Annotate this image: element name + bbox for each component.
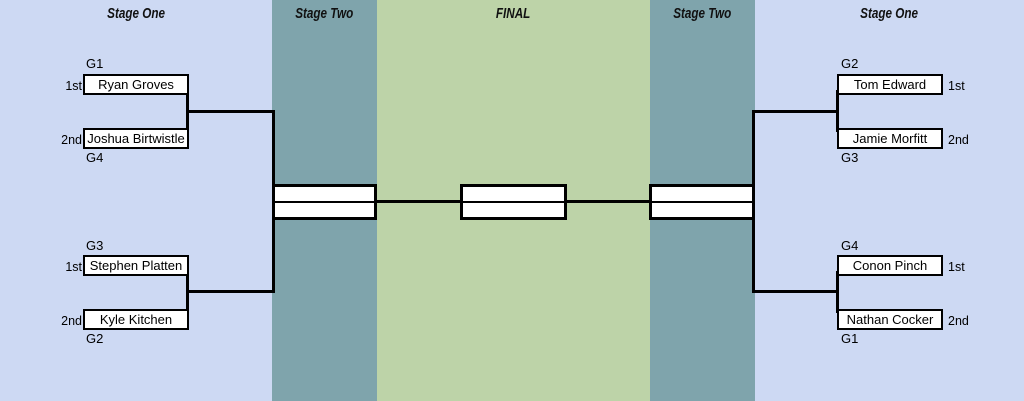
game-label: G3 (841, 150, 859, 165)
game-label: G2 (841, 56, 859, 71)
player-box[interactable]: Jamie Morfitt (837, 128, 943, 149)
slot-divider (275, 201, 374, 203)
header-stage-two-left: Stage Two (295, 4, 354, 22)
slot-divider (652, 201, 752, 203)
seed-label: 2nd (61, 314, 82, 328)
header-stage-one-left: Stage One (107, 4, 165, 22)
header-final: FINAL (496, 4, 531, 22)
header-stage-one-right: Stage One (860, 4, 919, 22)
bracket-line-left-bottom-horizontal (186, 290, 275, 293)
semifinal-left-slot-box[interactable] (272, 184, 377, 220)
seed-label: 2nd (61, 133, 82, 147)
player-box[interactable]: Kyle Kitchen (83, 309, 189, 330)
seed-label: 1st (948, 260, 965, 274)
player-box[interactable]: Ryan Groves (83, 74, 189, 95)
column-stage-one-right (755, 0, 1024, 401)
player-box[interactable]: Tom Edward (837, 74, 943, 95)
game-label: G1 (841, 331, 859, 346)
semifinal-right-slot-box[interactable] (649, 184, 755, 220)
seed-label: 1st (65, 79, 82, 93)
bracket-line-right-top-horizontal (752, 110, 839, 113)
player-box[interactable]: Conon Pinch (837, 255, 943, 276)
seed-label: 2nd (948, 133, 969, 147)
player-box[interactable]: Joshua Birtwistle (83, 128, 189, 149)
seed-label: 1st (948, 79, 965, 93)
game-label: G3 (86, 238, 104, 253)
player-box[interactable]: Nathan Cocker (837, 309, 943, 330)
bracket-line-semifinal-left-to-final (375, 200, 462, 203)
seed-label: 2nd (948, 314, 969, 328)
game-label: G2 (86, 331, 104, 346)
game-label: G1 (86, 56, 104, 71)
column-stage-one-left (0, 0, 272, 401)
seed-label: 1st (65, 260, 82, 274)
game-label: G4 (86, 150, 104, 165)
final-slot-box[interactable] (460, 184, 567, 220)
bracket-line-left-top-horizontal (186, 110, 275, 113)
game-label: G4 (841, 238, 859, 253)
player-box[interactable]: Stephen Platten (83, 255, 189, 276)
bracket-line-right-bottom-horizontal (752, 290, 839, 293)
bracket-line-final-to-semifinal-right (565, 200, 651, 203)
header-stage-two-right: Stage Two (673, 4, 732, 22)
slot-divider (463, 201, 564, 203)
